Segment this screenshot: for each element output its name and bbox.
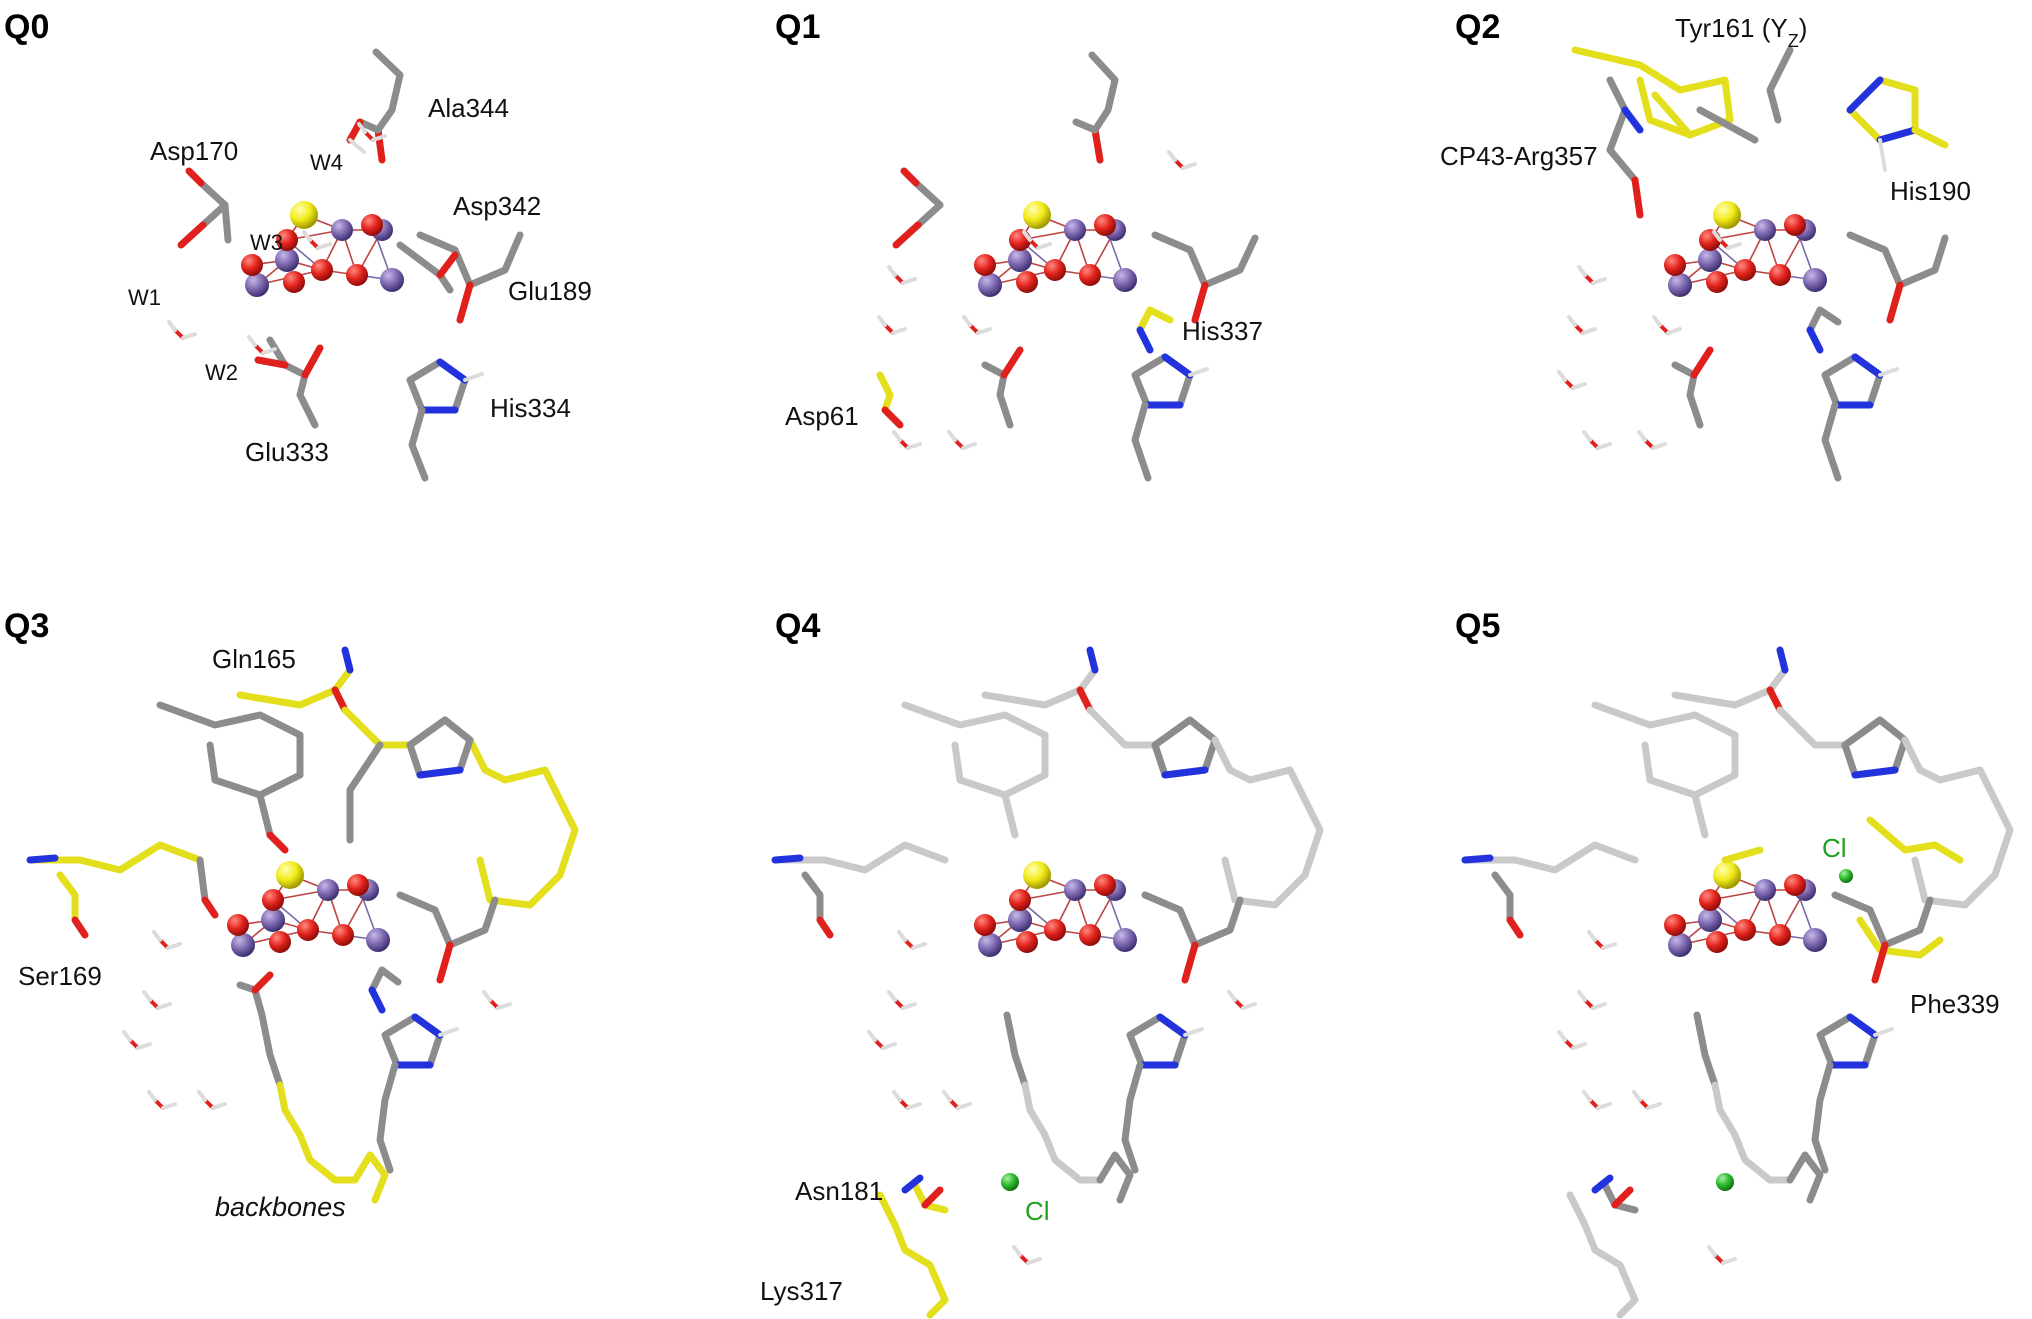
label-glu189: Glu189 [508, 276, 592, 306]
residue-sticks-q2 [1571, 46, 1949, 482]
label-phe339: Phe339 [1910, 989, 2000, 1019]
mn-cluster-q4 [973, 860, 1138, 958]
label-asp170: Asp170 [150, 136, 238, 166]
waters-q5 [1557, 930, 1737, 1265]
label-backbones: backbones [215, 1192, 346, 1222]
label-w3: W3 [250, 230, 283, 255]
label-asp61: Asp61 [785, 401, 859, 431]
chloride-atom [1839, 869, 1853, 883]
chloride-atom [1716, 1173, 1734, 1191]
label-tyr161-main: Tyr161 (Y [1675, 13, 1788, 43]
label-ser169: Ser169 [18, 961, 102, 991]
label-glu333: Glu333 [245, 437, 329, 467]
panel-label-q4: Q4 [775, 607, 820, 645]
label-ala344: Ala344 [428, 93, 509, 123]
label-tyr161-close: ) [1799, 13, 1808, 43]
residue-sticks-q1 [876, 51, 1259, 482]
panel-q0: Q0 [4, 8, 592, 482]
label-gln165: Gln165 [212, 644, 296, 674]
label-cp43-arg357: CP43-Arg357 [1440, 141, 1598, 171]
label-w4: W4 [310, 150, 343, 175]
label-his337: His337 [1182, 316, 1263, 346]
mn-cluster-q2 [1663, 200, 1828, 298]
panel-q4: Q4 [760, 607, 1324, 1319]
label-his334: His334 [490, 393, 571, 423]
label-w2: W2 [205, 360, 238, 385]
mn-cluster-q1 [973, 200, 1138, 298]
chloride-atom [1001, 1173, 1019, 1191]
residue-sticks-q3 [26, 646, 579, 1204]
label-tyr161-sub: Z [1788, 31, 1799, 51]
residue-sticks-q4 [771, 646, 1324, 1319]
panel-label-q0: Q0 [4, 8, 49, 46]
label-asp342: Asp342 [453, 191, 541, 221]
panel-label-q5: Q5 [1455, 607, 1500, 645]
label-lys317: Lys317 [760, 1276, 843, 1306]
panel-q1: Q1 His337 [775, 8, 1263, 482]
label-w1: W1 [128, 285, 161, 310]
label-asn181: Asn181 [795, 1176, 883, 1206]
residue-sticks-q5 [1461, 646, 2014, 1319]
label-cl-q5: Cl [1822, 833, 1847, 863]
waters-q4 [867, 930, 1257, 1265]
residue-sticks-q0 [181, 48, 524, 482]
panel-label-q2: Q2 [1455, 8, 1500, 46]
label-his190: His190 [1890, 176, 1971, 206]
label-cl-q4: Cl [1025, 1196, 1050, 1226]
panel-q5: Q5 [1455, 607, 2014, 1319]
label-tyr161: Tyr161 (YZ) [1675, 13, 1807, 51]
waters-q3 [122, 930, 512, 1110]
panel-q2: Q2 [1440, 8, 1971, 482]
panel-label-q3: Q3 [4, 607, 49, 645]
mn-cluster-q3 [226, 860, 391, 958]
panel-q3: Q3 [4, 607, 579, 1222]
mn-cluster-q5 [1663, 860, 1828, 958]
panel-label-q1: Q1 [775, 8, 820, 46]
